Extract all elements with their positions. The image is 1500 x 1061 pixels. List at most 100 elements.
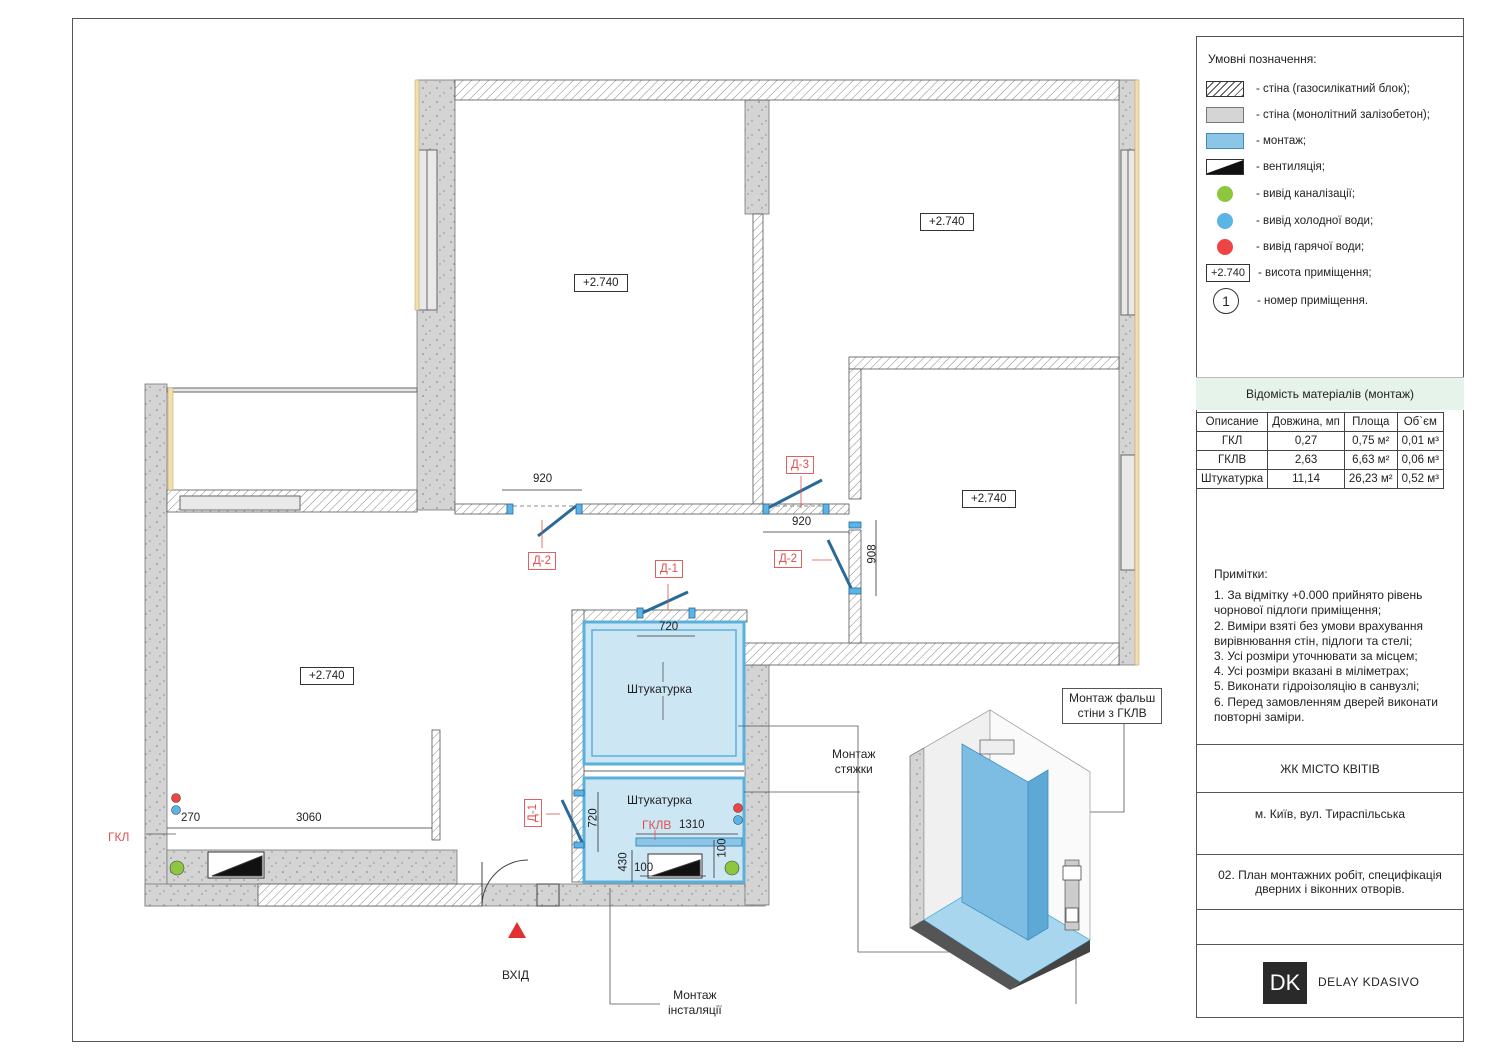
company-logo: DK — [1263, 962, 1307, 1004]
room-height-label: +2.740 — [574, 274, 628, 292]
table-cell: 11,14 — [1267, 469, 1345, 489]
dimension-text: 270 — [181, 812, 201, 824]
window-sills — [167, 79, 1140, 666]
legend-row: - стіна (монолітний залізобетон); — [1206, 106, 1430, 124]
room-height-label: +2.740 — [920, 213, 974, 231]
height-box-icon: +2.740 — [1206, 264, 1250, 282]
title-panel — [1196, 36, 1464, 1018]
concrete-wall-icon — [1206, 107, 1244, 123]
ventilation-blocks — [207, 851, 703, 879]
door-frames — [506, 503, 862, 849]
legend-row: - стіна (газосилікатний блок); — [1206, 80, 1410, 98]
table-cell: ГКЛВ — [1195, 450, 1269, 470]
door-tag-d2: Д-2 — [774, 550, 803, 568]
table-cell: 2,63 — [1267, 450, 1345, 470]
room-number-icon: 1 — [1213, 288, 1239, 314]
legend-row: - вивід гарячої води; — [1206, 238, 1364, 256]
room-height-label: +2.740 — [300, 667, 354, 685]
legend-row: +2.740 - висота приміщення; — [1206, 264, 1372, 282]
table-cell: 26,23 м² — [1343, 469, 1398, 489]
company-name: DELAY KDASIVO — [1318, 975, 1420, 989]
column-header: Площа — [1343, 412, 1398, 432]
dimension-text: 100 — [634, 862, 654, 874]
legend-label: - стіна (монолітний залізобетон); — [1256, 109, 1430, 121]
plaster-label: Штукатурка — [624, 682, 695, 696]
room-height-label: +2.740 — [962, 490, 1016, 508]
legend-label: - вивід каналізації; — [1256, 188, 1356, 200]
table-cell: 0,01 м³ — [1396, 431, 1444, 451]
door-tag-d2: Д-2 — [528, 552, 557, 570]
table-cell: 0,75 м² — [1343, 431, 1398, 451]
table-cell: Штукатурка — [1195, 469, 1269, 489]
column-header: Довжина, мп — [1267, 412, 1345, 432]
legend-row: 1 - номер приміщення. — [1206, 288, 1369, 314]
hot-water-dot-icon — [1217, 239, 1233, 255]
dimension-text: 430 — [617, 852, 630, 872]
dimension-lines — [167, 489, 877, 882]
materials-title: Відомість матеріалів (монтаж) — [1196, 377, 1464, 410]
column-header: Описание — [1195, 412, 1269, 432]
plaster-label: Штукатурка — [624, 793, 695, 807]
table-row: ГКЛВ 2,63 6,63 м² 0,06 м³ — [1195, 450, 1444, 470]
door-tag-d1: Д-1 — [655, 560, 684, 578]
legend-row: - монтаж; — [1206, 132, 1306, 150]
legend-label: - висота приміщення; — [1257, 267, 1372, 279]
dimension-text: 720 — [587, 808, 600, 828]
table-cell: 0,52 м³ — [1396, 469, 1444, 489]
note-item: 6. Перед замовленням дверей виконати пов… — [1214, 694, 1438, 724]
note-item: 5. Виконати гідроізоляцію в санвузлі; — [1214, 679, 1420, 694]
door-swings — [537, 478, 854, 843]
note-item: 4. Усі розміри вказані в міліметрах; — [1214, 664, 1409, 679]
dimension-text: 1310 — [679, 819, 705, 831]
column-header: Об`єм — [1396, 412, 1444, 432]
legend-row: - вивід холодної води; — [1206, 212, 1373, 230]
door-tag-leaders — [508, 476, 832, 938]
sewer-dot-icon — [1217, 186, 1233, 202]
sheet-title: 02. План монтажних робіт, специфікація д… — [1196, 854, 1464, 910]
bathroom-3d-view — [909, 709, 1091, 990]
dimension-text: 908 — [866, 544, 879, 564]
note-item: 2. Виміри взяті без умови врахування вир… — [1214, 618, 1423, 648]
screed-callout: Монтаж стяжки — [832, 747, 876, 776]
project-name: ЖК МІСТО КВІТІВ — [1196, 744, 1464, 792]
door-tag-d1: Д-1 — [524, 798, 543, 828]
table-cell: ГКЛ — [1195, 431, 1269, 451]
table-cell: 6,63 м² — [1343, 450, 1398, 470]
notes-title: Примітки: — [1214, 567, 1268, 581]
legend-label: - вивід холодної води; — [1256, 215, 1374, 227]
cold-water-dot-icon — [1217, 213, 1233, 229]
legend-label: - монтаж; — [1256, 135, 1307, 147]
table-row: ГКЛ 0,27 0,75 м² 0,01 м³ — [1195, 431, 1444, 451]
entrance-label: ВХІД — [502, 968, 529, 982]
legend-row: - вивід каналізації; — [1206, 185, 1355, 203]
installation-icon — [1206, 133, 1244, 149]
note-item: 1. За відмітку +0.000 прийнято рівень чо… — [1214, 588, 1423, 618]
installation-callout: Монтаж інсталяції — [668, 988, 722, 1017]
hatch-wall-icon — [1206, 81, 1244, 97]
legend-label: - номер приміщення. — [1257, 295, 1369, 307]
dimension-text: 720 — [659, 621, 679, 633]
pipe-outlets — [169, 793, 743, 876]
legend-title: Умовні позначення: — [1208, 52, 1317, 66]
materials-table: Описание Довжина, мп Площа Об`єм ГКЛ 0,2… — [1195, 412, 1444, 489]
entrance-door — [481, 859, 560, 907]
notes-block: Примітки: 1. За відмітку +0.000 прийнято… — [1214, 567, 1459, 725]
table-cell: 0,06 м³ — [1396, 450, 1444, 470]
note-item: 3. Усі розміри уточнювати за місцем; — [1214, 649, 1418, 664]
project-address: м. Київ, вул. Тираспільська — [1196, 792, 1464, 834]
ventilation-icon — [1206, 159, 1244, 175]
door-tag-d3: Д-3 — [786, 456, 815, 474]
legend-row: - вентиляція; — [1206, 158, 1325, 176]
windows — [166, 149, 1136, 571]
dimension-text: 100 — [716, 838, 729, 858]
gkl-label: ГКЛ — [108, 830, 130, 844]
gklv-label: ГКЛВ — [642, 818, 672, 832]
dimension-text: 3060 — [296, 812, 322, 824]
legend-label: - вентиляція; — [1256, 161, 1325, 173]
legend-label: - стіна (газосилікатний блок); — [1256, 83, 1411, 95]
table-header-row: Описание Довжина, мп Площа Об`єм — [1195, 412, 1444, 432]
legend-label: - вивід гарячої води; — [1256, 241, 1365, 253]
table-row: Штукатурка 11,14 26,23 м² 0,52 м³ — [1195, 469, 1444, 489]
false-wall-callout: Монтаж фальш стіни з ГКЛВ — [1062, 688, 1163, 724]
